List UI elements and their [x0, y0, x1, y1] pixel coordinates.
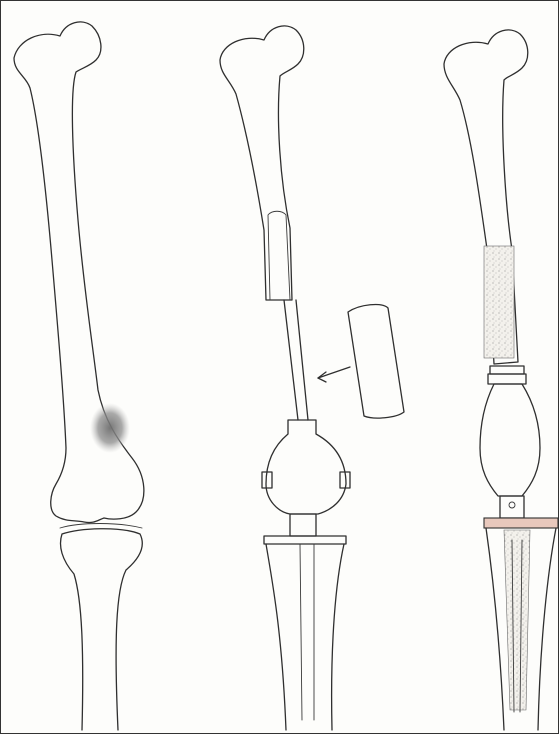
femoral-component-3: [480, 384, 540, 496]
arrow-indicator: [318, 367, 350, 382]
proximal-femur-outline: [220, 26, 304, 300]
stem-sleeve: [268, 211, 290, 300]
femur-outline: [14, 22, 144, 523]
implant-stem: [284, 300, 308, 420]
tibia-outline: [61, 529, 143, 730]
joint-line: [60, 524, 142, 529]
tibial-tray-3: [484, 518, 558, 528]
resected-segment: [348, 305, 404, 419]
panel-final-reconstruction: [444, 30, 558, 730]
tumor-lesion: [90, 403, 130, 453]
panel-original-bone: [14, 22, 144, 730]
bone-graft: [484, 246, 514, 358]
panel-resection-with-implant: [220, 26, 404, 730]
collar-1: [490, 366, 524, 374]
hinge-pin: [509, 502, 515, 508]
tibial-tray: [264, 536, 346, 544]
hinge-block-3: [500, 496, 524, 518]
hinge-block: [290, 514, 316, 536]
tibial-stem: [300, 544, 314, 720]
collar-2: [488, 374, 526, 384]
tibia-outline-2: [266, 544, 344, 730]
stippled-cement: [504, 530, 530, 710]
femoral-component: [266, 420, 346, 514]
